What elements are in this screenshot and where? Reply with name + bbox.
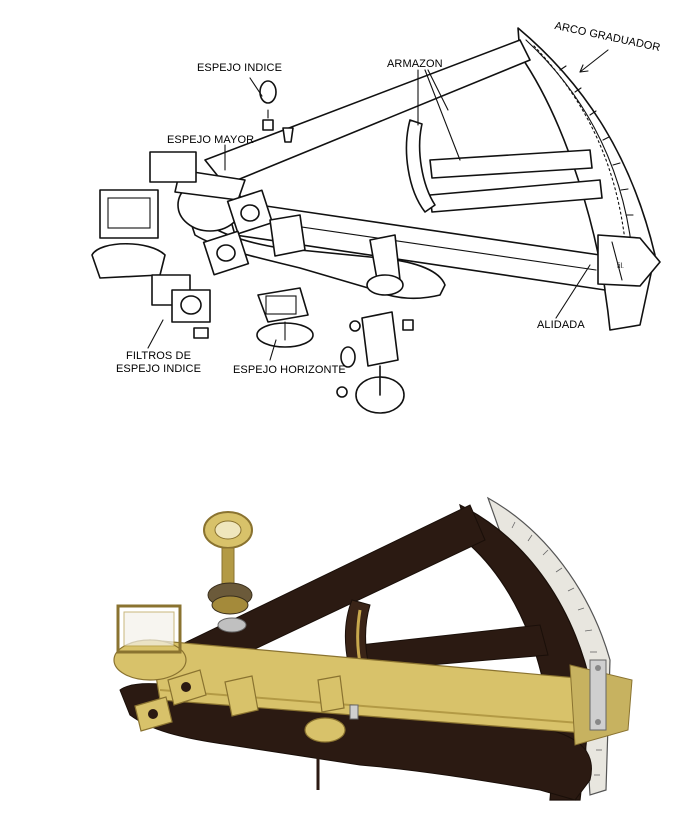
frame-cross-brace	[405, 119, 436, 213]
label-filtros-espejo-indice: FILTROS DE ESPEJO INDICE	[116, 350, 201, 376]
exploded-sextant-drawing: ﬁl.	[91, 27, 661, 414]
label-filtros-line2: ESPEJO INDICE	[116, 363, 202, 375]
label-espejo-horizonte: ESPEJO HORIZONTE	[233, 364, 346, 376]
mirror-frame-3	[202, 230, 250, 276]
telescope-post	[221, 547, 235, 589]
frame-lower-strut	[429, 179, 603, 213]
colored-sextant-illustration	[113, 496, 633, 801]
index-mirror-frame	[116, 604, 182, 654]
frame-middle-strut	[429, 149, 593, 179]
vernier-clamp	[589, 659, 607, 731]
label-espejo-indice: ESPEJO INDICE	[197, 62, 283, 74]
label-espejo-mayor: ESPEJO MAYOR	[167, 134, 255, 146]
svg-text:ﬁl.: ﬁl.	[617, 263, 624, 270]
telescope-mount-block	[99, 189, 159, 239]
horizon-mirror-holder	[224, 675, 259, 717]
handle-exploded	[361, 311, 399, 367]
mirror-frame-2	[226, 189, 274, 235]
mirror-frame-1	[149, 151, 197, 183]
label-filtros-line1: FILTROS DE	[126, 350, 192, 362]
index-mirror-glass	[259, 80, 277, 104]
label-alidada: ALIDADA	[537, 319, 585, 331]
label-armazon: ARMAZON	[387, 58, 443, 70]
arc-ticks	[559, 65, 634, 216]
leader-lines	[147, 49, 609, 361]
index-filter-2	[171, 289, 211, 323]
